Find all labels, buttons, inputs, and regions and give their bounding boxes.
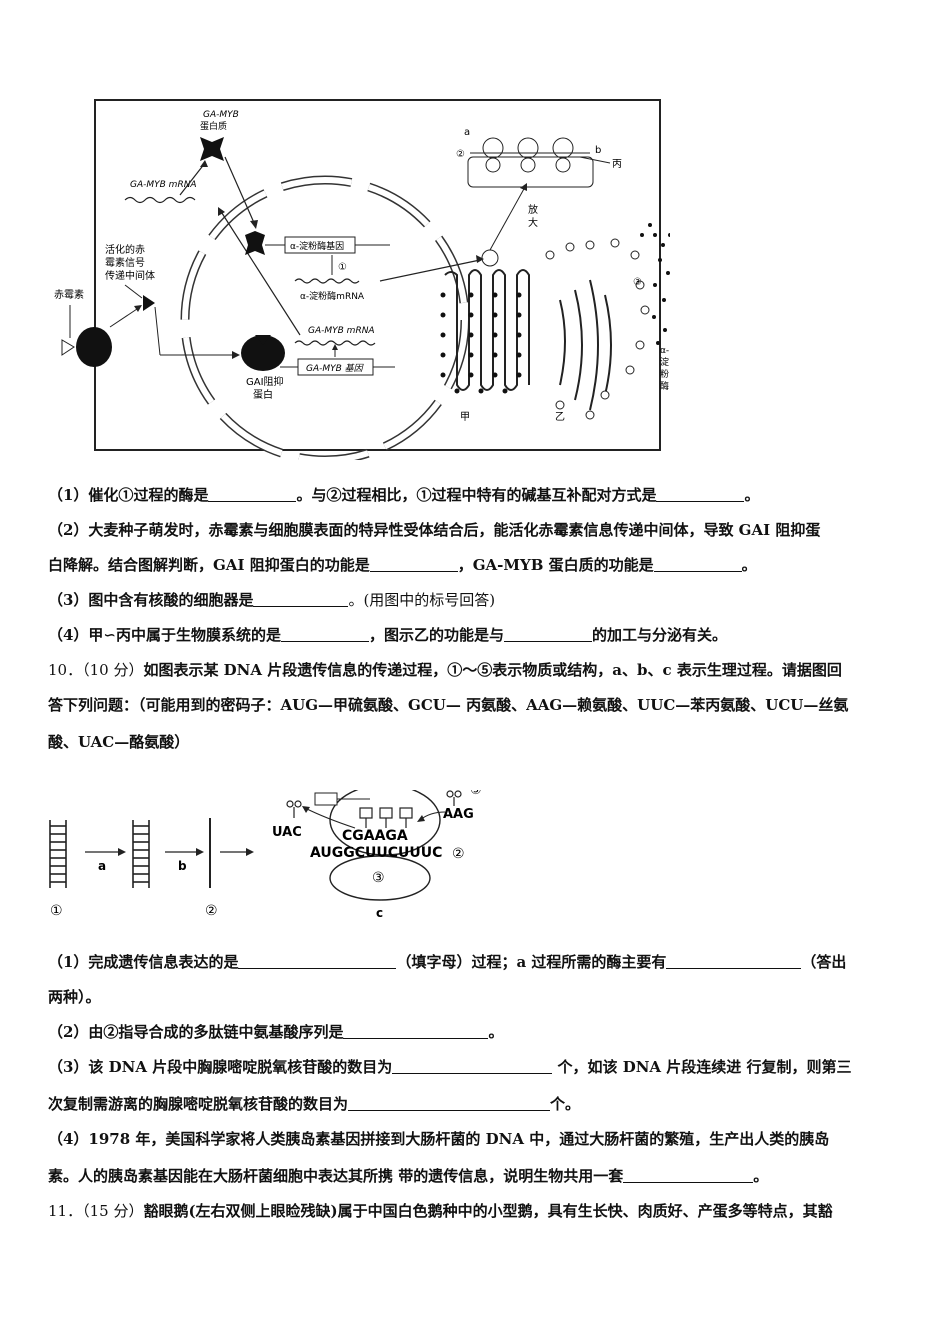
gamyb-mrna-wave-left: [124, 196, 196, 204]
answer-blank[interactable]: [504, 627, 593, 642]
svg-text:淀: 淀: [660, 356, 669, 368]
ribosome-large: [329, 790, 441, 856]
amylase-mrna-label: α-淀粉酶mRNA: [300, 290, 365, 302]
anticodon-sequence: CGAAGA: [342, 828, 408, 844]
q10-intro-line2: 答下列问题：（可能用到的密码子：AUG—甲硫氨酸、GCU— 丙氨酸、AAG—赖氨…: [48, 696, 849, 714]
ribosome-pairs: [482, 137, 574, 173]
answer-blank[interactable]: [253, 592, 349, 607]
q9-part2a: （2）大麦种子萌发时，赤霉素与细胞膜表面的特异性受体结合后，能活化赤霉素信息传递…: [48, 521, 821, 539]
dna-ladder-1: [49, 820, 67, 888]
answer-blank[interactable]: [392, 1059, 553, 1074]
intermediate-triangle: [143, 295, 155, 311]
mrna-sequence: AUGGCUUCUUUC: [310, 845, 442, 861]
svg-text:粉: 粉: [660, 368, 669, 380]
answer-blank[interactable]: [238, 954, 397, 969]
q10-part3a: （3）该 DNA 片段中胸腺嘧啶脱氧核苷酸的数目为 个，如该 DNA 片段连续进…: [48, 1058, 852, 1076]
gai-protein-label: GAI阻抑: [246, 376, 284, 388]
cell-boundary: [94, 99, 661, 451]
q9-part4: （4）甲∽丙中属于生物膜系统的是，图示乙的功能是与的加工与分泌有关。: [48, 626, 728, 644]
q9-part1: （1）催化①过程的酶是。与②过程相比，①过程中特有的碱基互补配对方式是。: [48, 486, 760, 504]
ribosome-dots: [440, 292, 522, 394]
fig2-label-2-right: ②: [452, 846, 465, 862]
gamyb-protein-label: GA-MYB: [203, 110, 239, 120]
gibberellin-label: 赤霉素: [54, 288, 84, 301]
svg-text:霉素信号: 霉素信号: [105, 256, 145, 269]
fig2-label-4: ④: [319, 790, 331, 792]
magnified-ribosome-box: [467, 156, 594, 188]
gibberellin-triangle: [61, 339, 75, 356]
answer-blank[interactable]: [343, 1024, 489, 1039]
answer-blank[interactable]: [348, 1096, 551, 1111]
amylase-gene-label: α-淀粉酶基因: [290, 240, 344, 252]
q10-intro-line3: 酸、UAC—酪氨酸）: [48, 733, 190, 751]
q10-intro-line1: 10．（10 分）如图表示某 DNA 片段遗传信息的传递过程，①～⑤表示物质或结…: [48, 661, 842, 679]
q10-part1b: 两种）。: [48, 988, 101, 1006]
cell-diagram-figure: GA-MYB 蛋白质 GA-MYB mRNA α-淀粉酶基因 ① α-淀粉酶mR…: [54, 99, 670, 460]
label-yi: 乙: [555, 411, 565, 423]
answer-blank[interactable]: [653, 557, 742, 572]
answer-blank[interactable]: [623, 1168, 754, 1183]
gene-expression-figure: ① a b ② ④ UAC ⑤ AAG CGAAGA AUGGCUUCUUUC …: [49, 790, 482, 920]
q10-part4a: （4）1978 年，美国科学家将人类胰岛素基因拼接到大肠杆菌的 DNA 中，通过…: [48, 1130, 830, 1148]
svg-text:蛋白: 蛋白: [253, 388, 273, 401]
magnify-label: 放: [528, 203, 538, 216]
uac-label: UAC: [272, 825, 302, 840]
process-1-label: ①: [338, 262, 347, 273]
fig2-label-2-left: ②: [205, 903, 218, 919]
activated-intermediate-label: 活化的赤: [105, 243, 145, 256]
answer-blank[interactable]: [666, 954, 802, 969]
label-2: ②: [456, 149, 465, 160]
q10-part4b: 素。人的胰岛素基因能在大肠杆菌细胞中表达其所携 带的遗传信息，说明生物共用一套。: [48, 1167, 769, 1185]
fig2-label-5: ⑤: [470, 790, 482, 798]
q10-part1a: （1）完成遗传信息表达的是（填字母）过程；a 过程所需的酶主要有（答出: [48, 953, 847, 971]
answer-blank[interactable]: [369, 557, 458, 572]
svg-text:酶: 酶: [660, 380, 669, 392]
fig2-label-b: b: [178, 859, 187, 873]
polypeptide-box: [314, 792, 338, 806]
rough-er: [444, 269, 530, 391]
gai-protein-shape: [241, 335, 285, 371]
dna-ladder-2: [132, 820, 150, 888]
q10-part3b: 次复制需游离的胸腺嘧啶脱氧核苷酸的数目为个。: [48, 1095, 581, 1113]
label-b: b: [595, 145, 601, 156]
fig2-label-1: ①: [50, 903, 63, 919]
q10-part2: （2）由②指导合成的多肽链中氨基酸序列是。: [48, 1023, 504, 1041]
gamyb-gene-label: GA-MYB 基因: [306, 363, 365, 374]
fig2-label-c: c: [376, 906, 383, 920]
aag-label: AAG: [443, 807, 474, 822]
gamyb-mrna-label: GA-MYB mRNA: [308, 326, 375, 336]
label-jia: 甲: [460, 412, 470, 423]
answer-blank[interactable]: [281, 627, 370, 642]
amylase-label: α-: [660, 346, 669, 356]
trna-shapes: [286, 790, 462, 828]
svg-text:大: 大: [528, 216, 538, 229]
magnify-circle: [481, 249, 499, 267]
q11-intro-line1: 11．（15 分）豁眼鹅(左右双侧上眼睑残缺)属于中国白色鹅种中的小型鹅，具有生…: [48, 1202, 833, 1220]
answer-blank[interactable]: [208, 487, 297, 502]
label-bing: 丙: [612, 159, 622, 170]
label-3: ③: [633, 277, 642, 288]
gamyb-protein-shape: [200, 137, 224, 161]
svg-text:传递中间体: 传递中间体: [105, 269, 155, 282]
receptor-shape: [76, 327, 112, 367]
fig2-label-3: ③: [372, 870, 385, 886]
gamyb-mrna-left-label: GA-MYB mRNA: [130, 180, 197, 190]
svg-text:蛋白质: 蛋白质: [200, 120, 227, 132]
q9-part3: （3）图中含有核酸的细胞器是。(用图中的标号回答): [48, 591, 496, 609]
label-a: a: [464, 127, 470, 138]
q9-part2b: 白降解。结合图解判断，GAI 阻抑蛋白的功能是，GA-MYB 蛋白质的功能是。: [48, 556, 757, 574]
fig2-label-a: a: [98, 859, 106, 873]
ribosome-small: [329, 855, 431, 901]
vesicles: [545, 238, 650, 420]
answer-blank[interactable]: [656, 487, 745, 502]
golgi: [559, 279, 612, 411]
amylase-dots: [640, 223, 670, 345]
